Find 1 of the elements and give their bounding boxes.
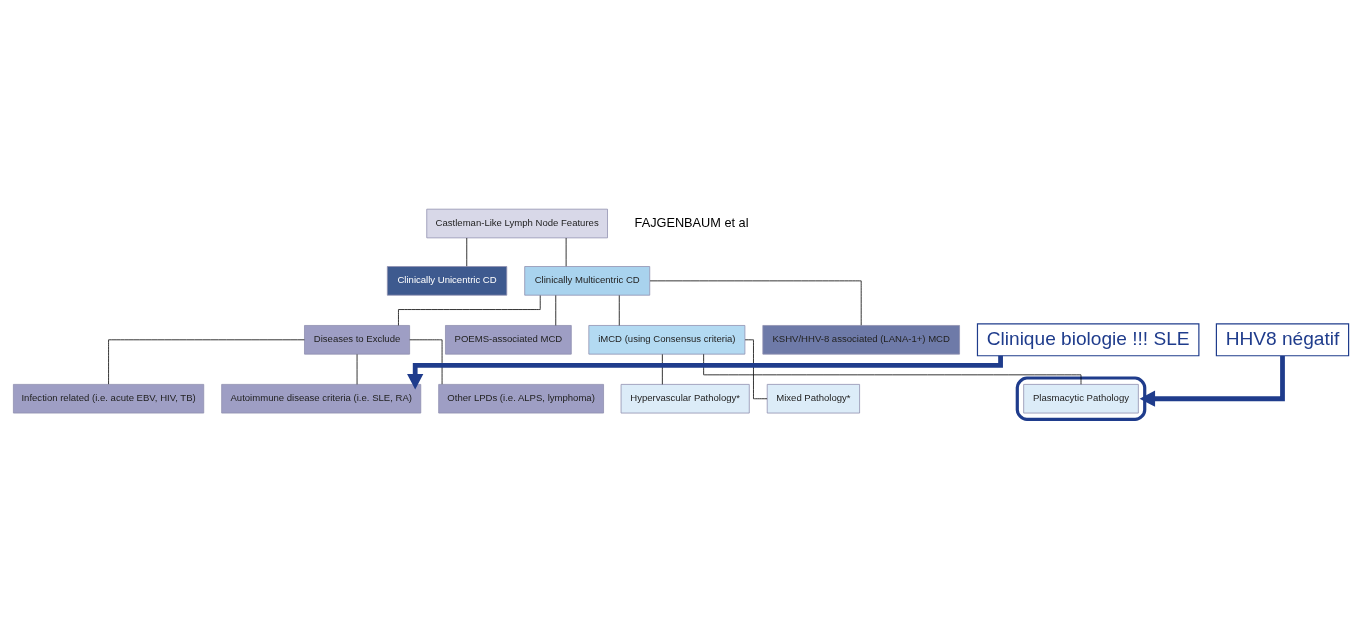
label: FAJGENBAUM et al bbox=[634, 214, 749, 230]
